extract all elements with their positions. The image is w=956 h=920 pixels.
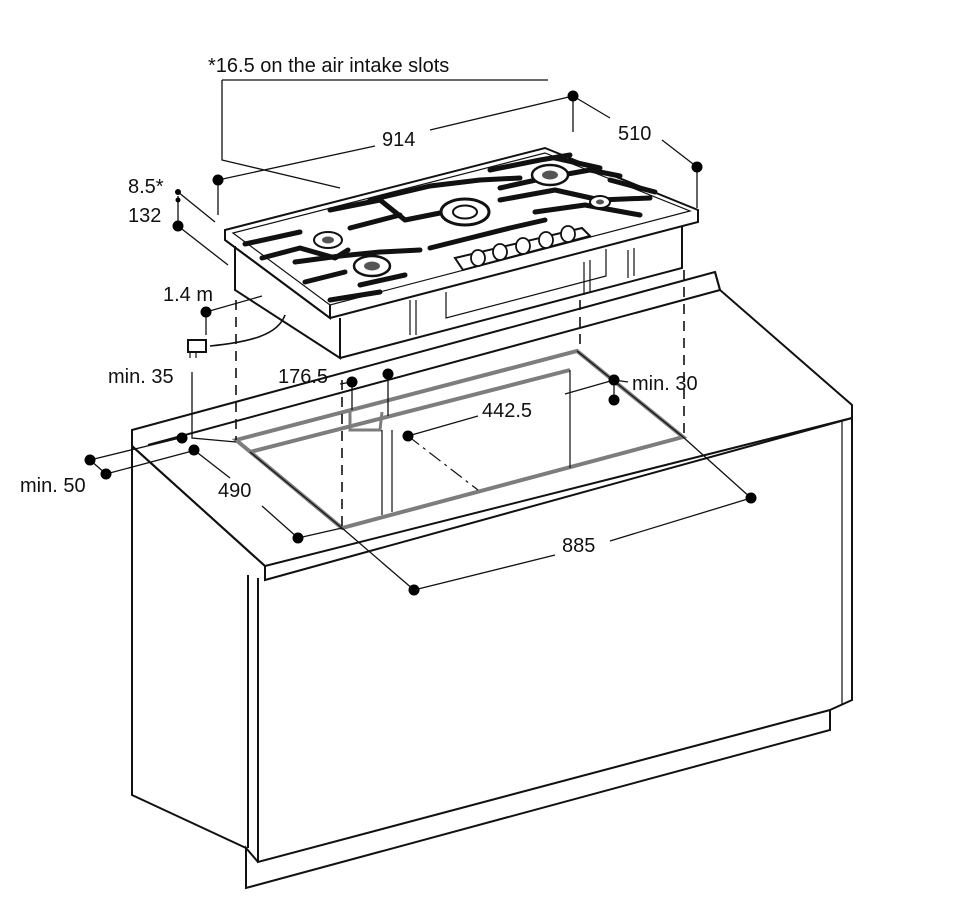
min-35-label: min. 35 (108, 366, 174, 388)
top-height-label: 8.5* (128, 176, 164, 198)
gas-cooktop (187, 146, 699, 360)
min-30-label: min. 30 (632, 373, 698, 395)
depth-label: 510 (618, 123, 651, 145)
cutout-width-label: 885 (562, 535, 595, 557)
base-cabinet (131, 270, 853, 890)
total-height-label: 132 (128, 205, 161, 227)
footnote-label: *16.5 on the air intake slots (208, 55, 449, 77)
cutout-depth-label: 490 (218, 480, 251, 502)
dimension-lines (89, 79, 752, 591)
offset-176-label: 176.5 (278, 366, 328, 388)
dimension-points (84, 90, 757, 596)
width-label: 914 (382, 129, 415, 151)
center-442-label: 442.5 (482, 400, 532, 422)
control-knobs (470, 225, 576, 267)
min-50-label: min. 50 (20, 475, 86, 497)
projection-lines (235, 270, 685, 528)
cable-length-label: 1.4 m (163, 284, 213, 306)
